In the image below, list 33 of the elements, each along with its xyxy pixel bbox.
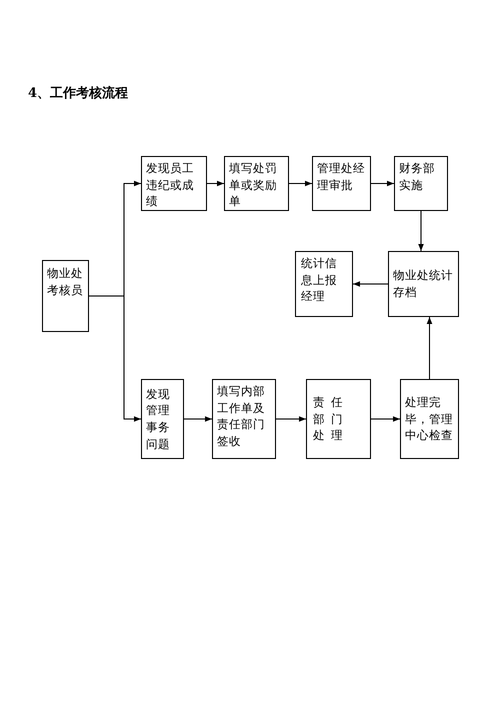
- box-label: 统计信息上报经理: [301, 255, 338, 306]
- arrow: [276, 416, 306, 422]
- arrow: [206, 180, 224, 186]
- process-box: [212, 379, 276, 459]
- arrow: [184, 416, 212, 422]
- box-label: 处理完毕，管理中心检查: [405, 394, 454, 444]
- box-label: 发现管理事务问题: [146, 386, 171, 452]
- process-box: [388, 251, 459, 317]
- diagram-title: 4、工作考核流程: [28, 84, 128, 102]
- box-label: 填写处罚单或奖励单: [229, 160, 278, 210]
- arrow: [288, 180, 312, 186]
- arrow: [426, 316, 432, 380]
- box-label: 发现员工违纪或成绩: [146, 160, 195, 210]
- arrow: [370, 180, 394, 186]
- box-label: 填写内部工作单及责任部门签收: [217, 383, 266, 450]
- box-label: 物业处统计存档: [393, 267, 454, 301]
- arrow: [418, 210, 424, 252]
- box-label: 物业处考核员: [47, 265, 84, 298]
- arrow: [88, 296, 142, 422]
- process-box: [312, 156, 371, 211]
- arrow: [352, 281, 388, 287]
- process-box: [42, 260, 89, 332]
- process-box: [141, 379, 184, 459]
- process-box: [394, 156, 448, 211]
- process-box: [400, 379, 459, 459]
- box-label: 财务部实施: [399, 160, 436, 194]
- box-label: 管理处经理审批: [317, 160, 366, 194]
- process-box: [224, 156, 289, 211]
- box-label: 责任部门处理: [313, 394, 350, 444]
- arrow: [370, 416, 400, 422]
- process-box: [306, 379, 371, 459]
- process-box: [141, 156, 207, 211]
- process-box: [295, 251, 353, 317]
